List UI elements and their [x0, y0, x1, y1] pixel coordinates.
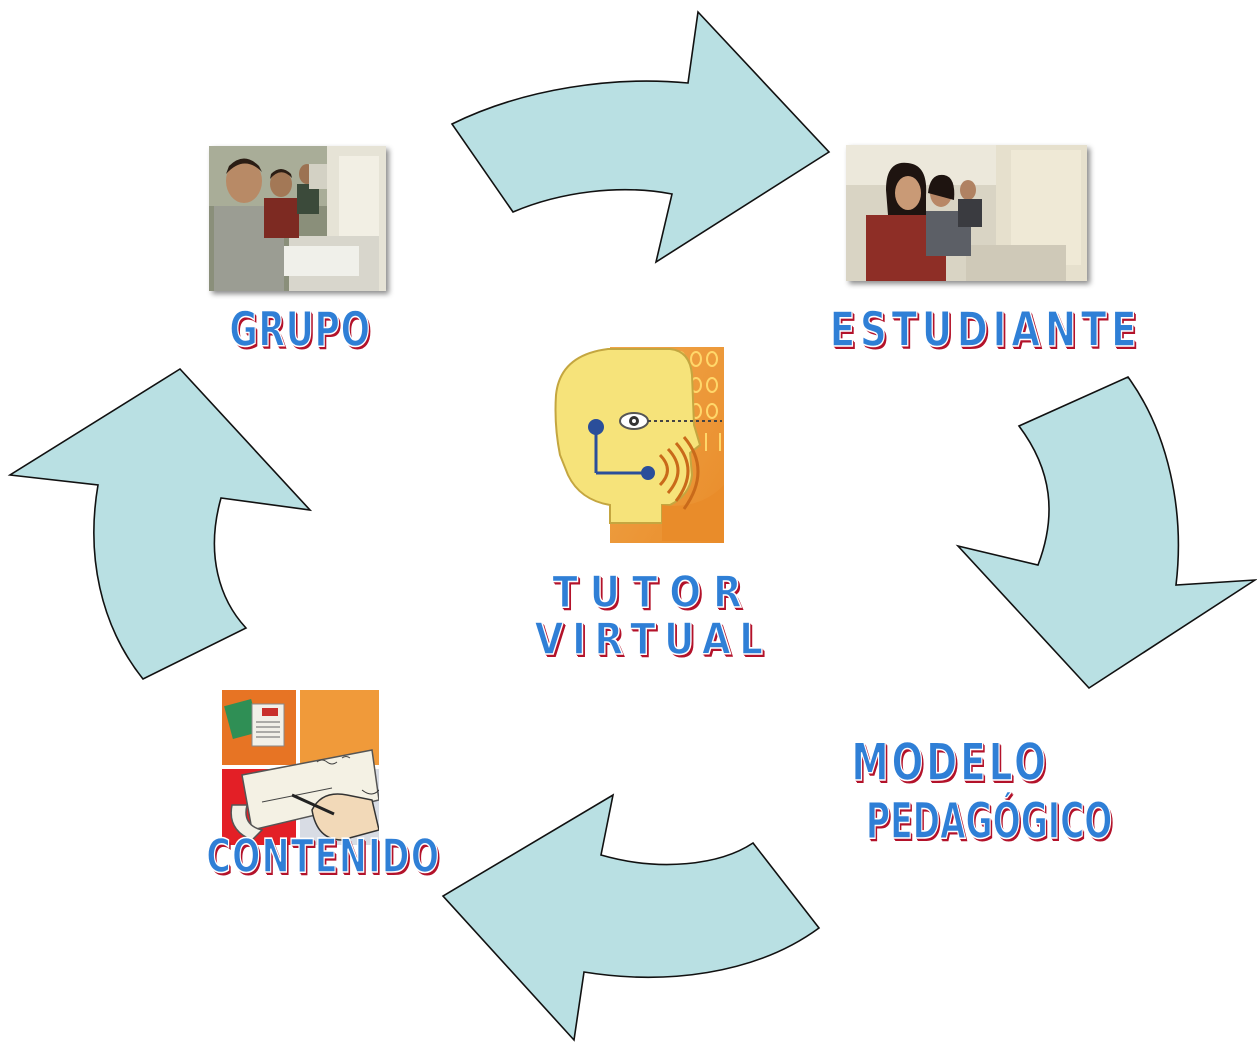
node-label-grupo: GRUPO	[229, 302, 371, 358]
node-label-contenido: CONTENIDO	[206, 829, 441, 883]
virtual-tutor-head-icon	[550, 345, 726, 545]
node-label-pedagogico: PEDAGÓGICO	[865, 792, 1113, 850]
content-writing-illustration	[222, 690, 379, 845]
group-students-computers-photo	[209, 146, 386, 291]
node-label-tutor: TUTOR	[552, 567, 754, 618]
arrow-estudiante-to-modelo	[955, 376, 1257, 690]
node-label-estudiante: ESTUDIANTE	[829, 302, 1142, 358]
student-at-computer-photo	[846, 145, 1087, 281]
arrow-grupo-to-estudiante	[450, 10, 831, 264]
arrow-contenido-to-grupo	[7, 367, 313, 681]
node-label-virtual: VIRTUAL	[534, 614, 772, 665]
arrow-modelo-to-contenido	[441, 793, 821, 1042]
node-label-modelo: MODELO	[851, 733, 1049, 793]
